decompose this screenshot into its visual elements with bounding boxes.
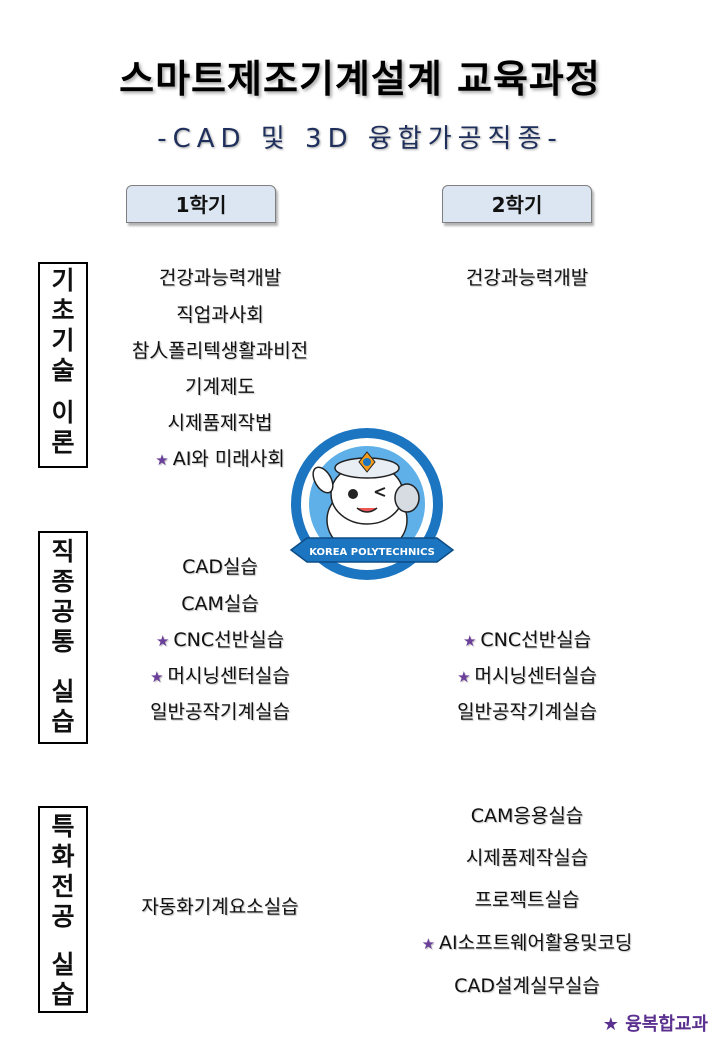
course-item: CAM응용실습	[470, 805, 584, 827]
legend-fusion-course: ★ 융복합교과	[602, 1014, 708, 1035]
category-char: 공	[51, 902, 75, 931]
course-item: 일반공작기계실습	[150, 701, 290, 723]
course-item: 기계제도	[185, 376, 255, 398]
category-basic-theory: 기 초 기 술 이 론	[38, 262, 88, 468]
course-item: 시제품제작실습	[465, 847, 589, 869]
category-char: 습	[51, 707, 75, 736]
star-icon: ★	[421, 935, 436, 953]
course-item: 프로젝트실습	[474, 889, 580, 911]
course-item: 자동화기계요소실습	[141, 896, 299, 918]
category-char: 전	[51, 872, 75, 901]
category-char: 공	[51, 597, 75, 626]
category-char: 론	[51, 428, 75, 457]
semester-2-header: 2학기	[442, 185, 592, 223]
course-item: CAM실습	[181, 593, 259, 615]
category-special-practice: 특 화 전 공 실 습	[38, 806, 88, 1013]
course-item: CAD실습	[182, 556, 258, 578]
course-item-fusion: ★CNC선반실습	[155, 629, 285, 651]
semester-1-header: 1학기	[126, 185, 276, 223]
category-char: 기	[51, 326, 75, 355]
category-char: 특	[51, 812, 75, 841]
star-icon: ★	[155, 632, 170, 650]
course-item-fusion: ★머시닝센터실습	[150, 665, 290, 687]
logo-text: KOREA POLYTECHNICS	[309, 547, 435, 558]
course-item: 참人폴리텍생활과비전	[131, 340, 309, 362]
course-item: 건강과능력개발	[158, 267, 282, 289]
category-char: 초	[51, 296, 75, 325]
category-char: 직	[51, 537, 75, 566]
course-item-fusion: ★AI와 미래사회	[155, 448, 285, 470]
course-item: 일반공작기계실습	[457, 701, 597, 723]
category-char: 이	[51, 398, 75, 427]
star-icon: ★	[462, 632, 477, 650]
course-item-fusion: ★머시닝센터실습	[457, 665, 597, 687]
mascot-logo: KOREA POLYTECHNICS	[289, 428, 455, 580]
star-icon: ★	[155, 451, 169, 469]
category-char: 통	[51, 627, 75, 656]
course-item: CAD설계실무실습	[454, 975, 600, 997]
category-char: 술	[51, 356, 75, 385]
category-common-practice: 직 종 공 통 실 습	[38, 531, 88, 744]
course-item-fusion: ★CNC선반실습	[462, 629, 592, 651]
course-item: 시제품제작법	[167, 412, 273, 434]
page-title: 스마트제조기계설계 교육과정	[119, 57, 601, 101]
course-item: 건강과능력개발	[465, 267, 589, 289]
category-char: 기	[51, 266, 75, 295]
star-icon: ★	[150, 668, 164, 686]
course-item: 직업과사회	[176, 304, 264, 326]
category-char: 화	[51, 842, 75, 871]
category-char: 종	[51, 567, 75, 596]
category-char: 실	[51, 677, 75, 706]
category-char: 실	[51, 950, 75, 979]
category-char: 습	[51, 980, 75, 1009]
star-icon: ★	[457, 668, 471, 686]
course-item-fusion: ★AI소프트웨어활용및코딩	[421, 932, 633, 954]
page-subtitle: -CAD 및 3D 융합가공직종-	[157, 124, 563, 154]
